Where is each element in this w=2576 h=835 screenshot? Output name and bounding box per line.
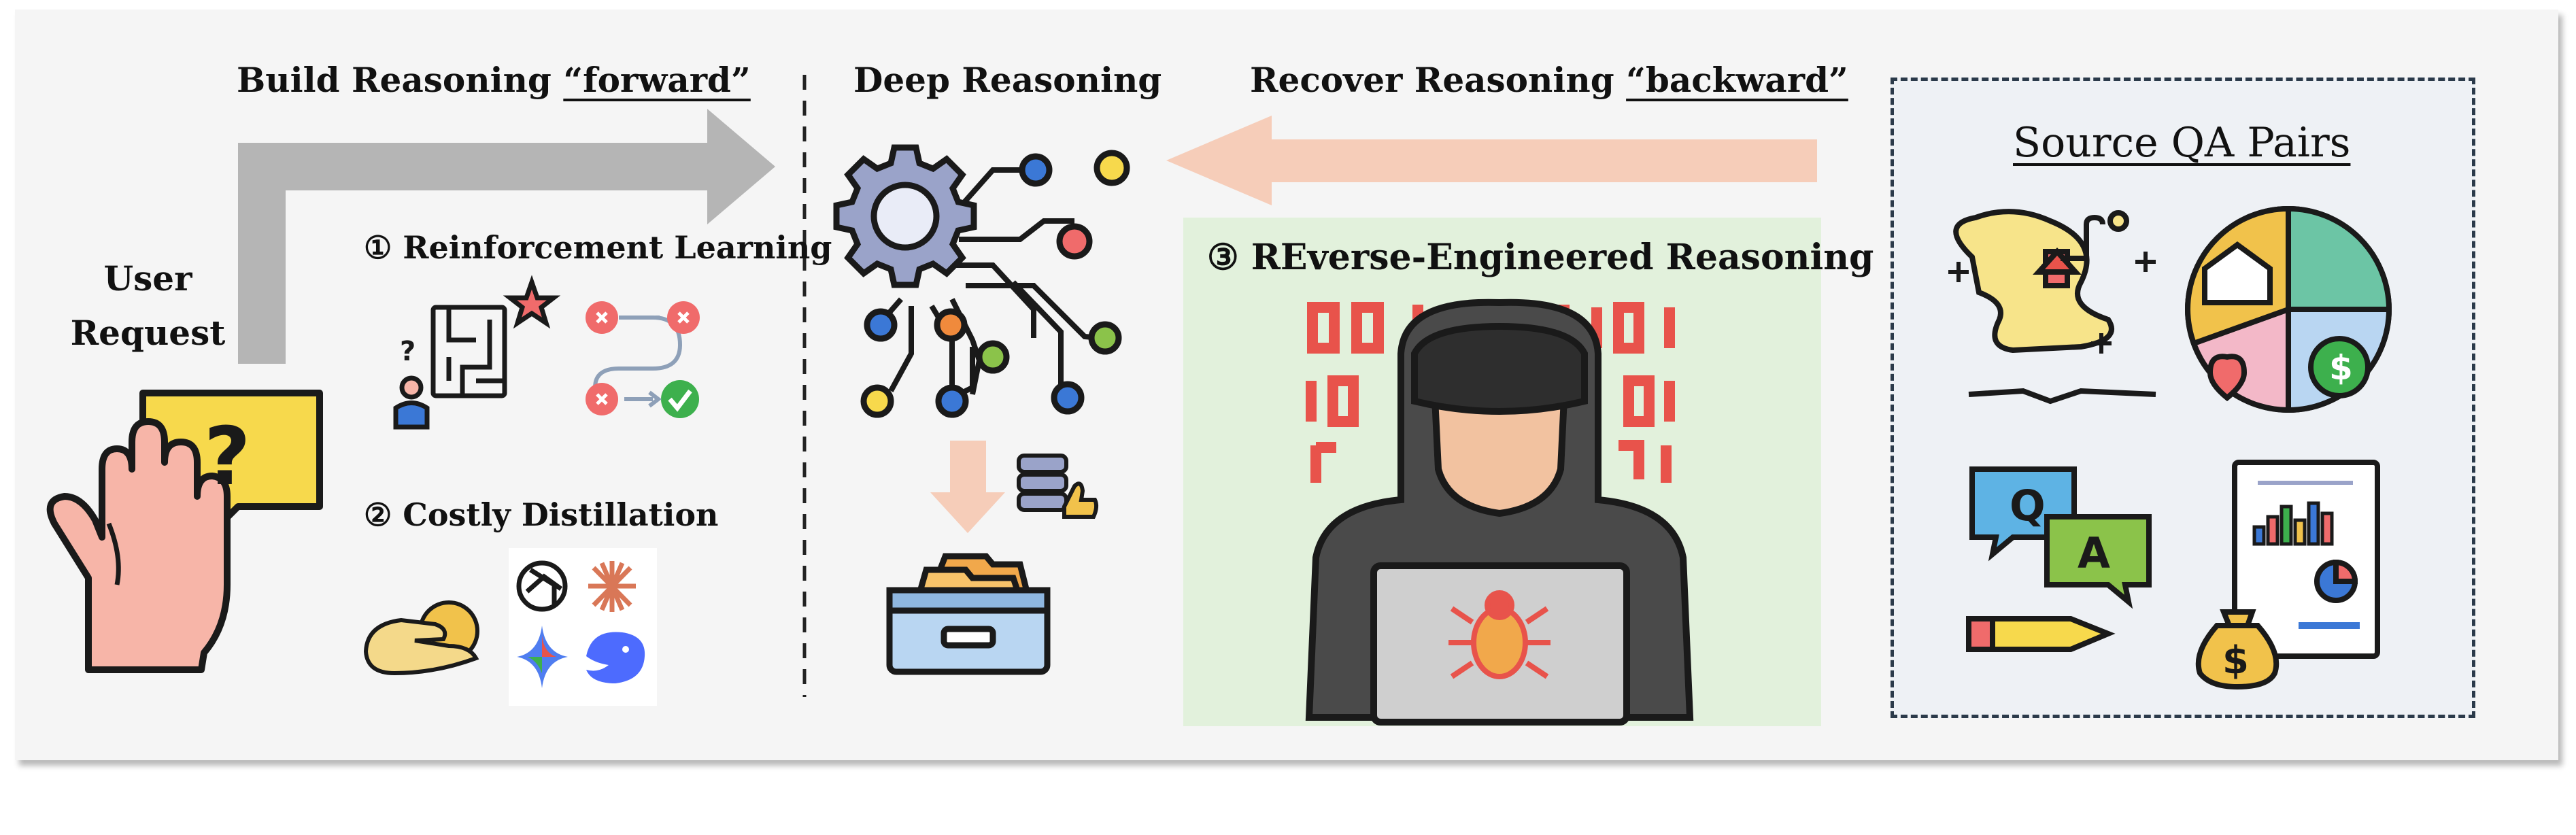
reer-label: ③ REverse-Engineered Reasoning <box>1207 237 1874 278</box>
gear-network-icon <box>833 144 1130 418</box>
forward-arrow <box>238 109 775 364</box>
backward-label: Recover Reasoning “backward” <box>1250 60 1848 100</box>
report-money-icon: $ <box>2195 460 2380 690</box>
database-like-icon <box>1017 454 1099 519</box>
svg-text:$: $ <box>2222 638 2249 683</box>
pie-life-icon: $ <box>2184 205 2392 413</box>
trial-error-icon <box>586 301 700 418</box>
backward-prefix: Recover Reasoning <box>1250 60 1627 100</box>
maze-icon: ? <box>393 275 561 430</box>
forward-label: Build Reasoning “forward” <box>237 60 751 100</box>
forward-word: “forward” <box>563 60 751 100</box>
source-qa-label: Source QA Pairs <box>2013 119 2350 167</box>
model-logos <box>509 548 657 706</box>
hand-question-icon <box>46 390 323 673</box>
file-drawer-icon <box>886 553 1051 675</box>
source-qa-text: Source QA Pairs <box>2013 119 2351 167</box>
down-arrow <box>930 441 1005 533</box>
gemini-logo-icon <box>517 626 568 688</box>
user-line1: User <box>103 258 192 299</box>
user-request-label: User Request <box>68 252 228 360</box>
deep-reasoning-label: Deep Reasoning <box>853 60 1162 100</box>
user-line2: Request <box>70 313 226 353</box>
deepseek-logo-icon <box>586 632 645 683</box>
qa-q-text: Q <box>2010 481 2046 530</box>
hacker-icon <box>1305 299 1694 726</box>
svg-text:?: ? <box>400 336 416 367</box>
question-mark-text: ? <box>204 409 250 503</box>
coin-hand-icon <box>363 600 479 676</box>
openai-logo-icon <box>516 560 568 612</box>
qa-chat-icon: Q A <box>1966 466 2152 652</box>
backward-arrow <box>1166 116 1817 205</box>
svg-text:$: $ <box>2329 348 2353 388</box>
bug-icon <box>1448 590 1550 679</box>
distill-label: ② Costly Distillation <box>364 496 719 533</box>
backward-word: “backward” <box>1626 60 1848 100</box>
claude-logo-icon <box>588 561 636 612</box>
qa-a-text: A <box>2078 528 2110 578</box>
forward-prefix: Build Reasoning <box>237 60 564 100</box>
story-book-icon <box>1948 209 2156 405</box>
rl-label: ① Reinforcement Learning <box>364 229 832 266</box>
